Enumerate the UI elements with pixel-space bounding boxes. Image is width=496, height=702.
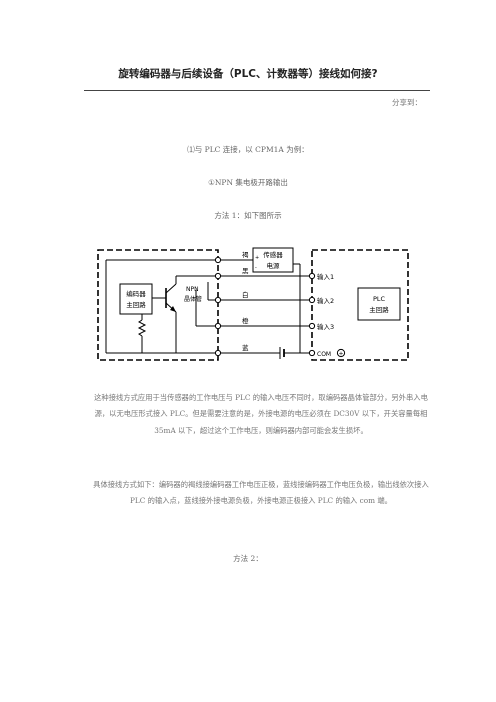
- transistor-collector: [165, 283, 177, 294]
- terminal-com: [308, 349, 316, 357]
- com-plus-circle: [336, 348, 346, 358]
- share-link[interactable]: 分享到：: [392, 98, 422, 107]
- encoder-label: 编码器: [126, 289, 146, 298]
- paragraph-2: 具体接线方式如下：编码器的褐线接编码器工作电压正极，蓝线接编码器工作电压负极，输…: [93, 480, 429, 506]
- subheading: ①NPN 集电极开路输出: [208, 178, 288, 187]
- emitter-arrow: [170, 306, 176, 312]
- com-plus-sign: +: [338, 351, 343, 358]
- plc-label-2: 主回路: [369, 305, 389, 314]
- method1-label: 方法 1：如下图所示: [214, 211, 282, 220]
- paragraph-1: 这种接线方式应用于当传感器的工作电压与 PLC 的输入电压不同时，取编码器晶体管…: [94, 393, 428, 435]
- plc-label: PLC: [373, 295, 386, 303]
- intro-line: ⑴与 PLC 连接，以 CPM1A 为例：: [187, 145, 309, 154]
- psu-minus: -: [255, 265, 257, 271]
- input1-label: 输入1: [317, 272, 334, 281]
- resistor: [137, 319, 147, 337]
- transistor-label: 晶体管: [184, 295, 202, 303]
- plc-enclosure: [311, 249, 409, 361]
- page-title: 旋转编码器与后续设备（PLC、计数器等）接线如何接?: [118, 68, 378, 80]
- com-label: COM: [317, 351, 331, 358]
- wire-black-label: 黑: [242, 267, 249, 275]
- sensor-power-box: [252, 247, 294, 273]
- terminal-blue: [214, 349, 222, 357]
- terminal-input1: [308, 272, 316, 280]
- wire-white-label: 白: [242, 290, 249, 299]
- encoder-main-circuit-box: [119, 283, 153, 315]
- encoder-label-2: 主回路: [126, 300, 146, 309]
- terminal-white: [214, 296, 222, 304]
- terminal-input3: [308, 322, 316, 330]
- psu-plus: +: [255, 255, 259, 261]
- terminal-brown: [214, 256, 222, 264]
- terminal-black: [214, 272, 222, 280]
- wire-blue-label: 蓝: [242, 343, 249, 352]
- input3-label: 输入3: [317, 322, 334, 331]
- plc-main-circuit-box: [357, 287, 401, 321]
- sensor-psu-label-2: 电源: [267, 261, 281, 270]
- method2-label: 方法 2：: [233, 554, 263, 563]
- title-divider: [84, 90, 430, 91]
- encoder-enclosure: [97, 249, 219, 361]
- sensor-psu-label: 传感器: [263, 250, 283, 259]
- terminal-input2: [308, 296, 316, 304]
- wire-brown-label: 褐: [242, 250, 249, 259]
- terminal-orange: [214, 322, 222, 330]
- npn-label: NPN: [186, 286, 199, 293]
- wire-orange-label: 橙: [242, 316, 249, 325]
- input2-label: 输入2: [317, 296, 334, 305]
- wiring-diagram: 编码器 主回路 NPN 晶体管 褐 传感器 电源 + - 黑 白 橙 蓝: [97, 247, 409, 361]
